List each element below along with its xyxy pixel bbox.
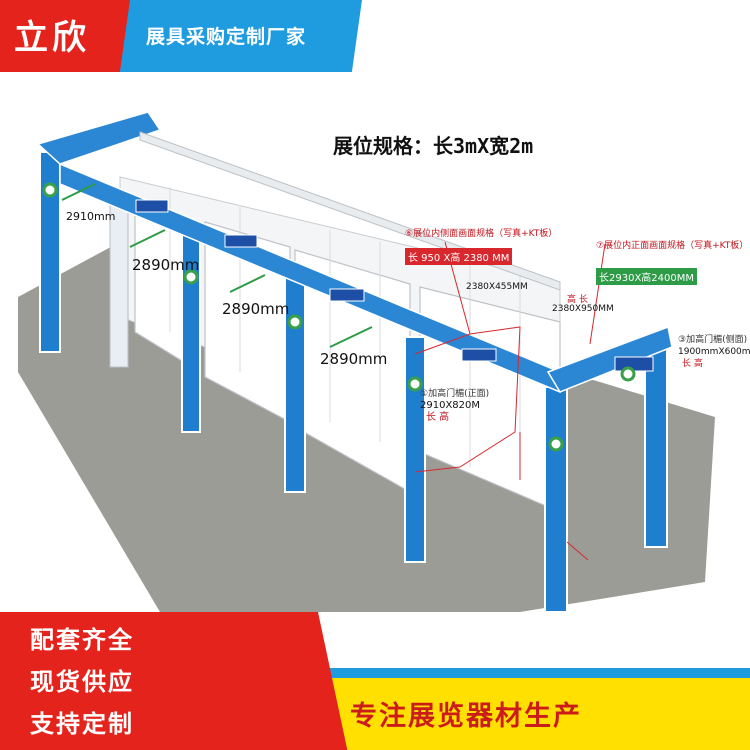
callout-6-title: ⑥展位内侧面画面规格（写真+KT板） [405, 229, 558, 239]
gao-chang-label: 高 长 [567, 295, 588, 305]
booth-drawing [18, 111, 715, 613]
side-dim-label: 2380X950MM [552, 304, 614, 314]
spec-title: 展位规格：长3mX宽2m [333, 134, 534, 158]
dimension-label-2: 2890mm [132, 256, 200, 274]
dimension-label-1: 2910mm [66, 210, 116, 223]
feature-2: 现货供应 [30, 668, 134, 696]
emblem-circles [42, 182, 636, 452]
callout-1-title: ①加高门楣(正面) [420, 389, 490, 399]
brand-block [0, 0, 138, 72]
booth-illustration: 展位规格：长3mX宽2m 2910mm 2890mm 2890mm 2890mm… [0, 72, 750, 613]
feature-1: 配套齐全 [30, 626, 134, 654]
callout-3-value: 1900mmX600mm [678, 347, 750, 357]
callout-6-value: 长 950 X高 2380 MM [405, 248, 513, 265]
logo-plates [135, 199, 654, 372]
chang-gao-label: 长 高 [426, 412, 450, 423]
header-banner: 立欣 展具采购定制厂家 [0, 0, 750, 72]
dimension-arrows [61, 183, 373, 348]
dimension-label-4: 2890mm [320, 350, 388, 368]
brand-name: 立欣 [14, 18, 90, 58]
feature-3: 支持定制 [30, 710, 134, 738]
callout-7-value: 长2930X高2400MM [596, 268, 698, 285]
slogan-text: 展具采购定制厂家 [146, 26, 307, 48]
dimension-label-3: 2890mm [222, 300, 290, 318]
callout-3-title: ③加高门楣(侧面) [678, 335, 748, 345]
footer-red-panel [0, 612, 300, 750]
footer-banner: 配套齐全 现货供应 支持定制 专注展览器材生产 [0, 612, 750, 750]
chang-gao-label-2: 长 高 [682, 359, 703, 369]
footer-yellow-strip [306, 678, 750, 750]
callout-1-value: 2910X820M [420, 400, 481, 411]
inner-dim-label: 2380X455MM [466, 282, 528, 292]
callout-7-title: ⑦展位内正面画面规格（写真+KT板） [596, 241, 749, 251]
focus-slogan: 专注展览器材生产 [350, 701, 582, 732]
